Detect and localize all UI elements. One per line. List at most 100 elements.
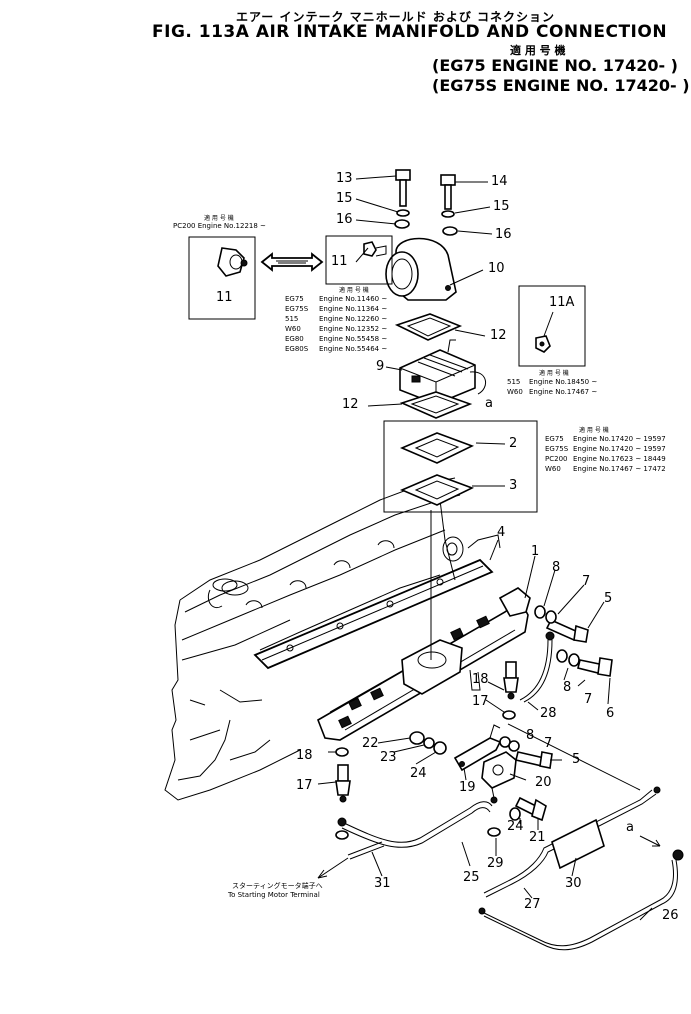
- bolt-6: [577, 657, 613, 677]
- callout-17-left: 17: [296, 778, 313, 793]
- callout-12-upper: 12: [490, 328, 507, 343]
- relay-20: [481, 751, 517, 804]
- callout-28: 28: [540, 706, 557, 721]
- callout-14: 14: [491, 174, 508, 189]
- callout-18-left: 18: [296, 748, 313, 763]
- elbow-connector-10: [385, 237, 457, 301]
- callout-24-left: 24: [410, 766, 427, 781]
- callout-12-lower: 12: [342, 397, 359, 412]
- callout-1: 1: [531, 544, 540, 559]
- callout-7-right: 7: [584, 692, 593, 707]
- left-box-part: 11: [216, 290, 233, 305]
- callout-25: 25: [463, 870, 480, 885]
- left-box-engine: PC200 Engine No.12218 ~: [173, 222, 266, 230]
- bolt-14: [440, 174, 456, 210]
- gasket-box-header: 適 用 号 機: [579, 427, 609, 434]
- bracket-19: [453, 724, 502, 772]
- gasket-4: [253, 534, 501, 670]
- applicability-japanese: 適 用 号 機: [510, 44, 566, 57]
- right-box-part: 11A: [549, 295, 575, 310]
- washer-7-lower: [508, 740, 520, 752]
- washer-18-right: [502, 710, 516, 720]
- terminal-note-japanese: スターティングモータ端子へ: [232, 882, 323, 890]
- washer-29: [487, 827, 501, 837]
- callout-8-lower: 8: [526, 728, 535, 743]
- cover-30: [551, 818, 605, 870]
- callout-7-lower: 7: [544, 736, 553, 751]
- callout-7-upper: 7: [582, 574, 591, 589]
- callout-31: 31: [374, 876, 391, 891]
- washer-24-left: [433, 741, 447, 755]
- wire-28: [519, 631, 555, 703]
- callout-5-lower: 5: [572, 752, 581, 767]
- washer-8-right: [556, 649, 568, 663]
- arrow-a-lower: [639, 835, 661, 847]
- callout-26: 26: [662, 908, 679, 923]
- callout-23: 23: [380, 750, 397, 765]
- sensor-17-right: [503, 661, 519, 700]
- gasket-12-upper: [394, 313, 463, 341]
- double-arrow: [260, 252, 324, 272]
- bolt-21: [514, 796, 547, 822]
- washer-16-right: [442, 226, 458, 236]
- callout-18-right: 18: [472, 672, 489, 687]
- applicability-eg75: (EG75 ENGINE NO. 17420- ): [432, 56, 678, 75]
- callout-21: 21: [529, 830, 546, 845]
- callout-13: 13: [336, 171, 353, 186]
- terminal-arrowhead: [317, 869, 328, 879]
- applicability-box-right: [518, 285, 586, 367]
- callout-22: 22: [362, 736, 379, 751]
- callout-8-upper: 8: [552, 560, 561, 575]
- callout-16-left: 16: [336, 212, 353, 227]
- right-box-header: 適 用 号 機: [539, 370, 569, 377]
- bolt-13: [395, 169, 411, 207]
- callout-29: 29: [487, 856, 504, 871]
- callout-8-right: 8: [563, 680, 572, 695]
- applicability-eg75s: (EG75S ENGINE NO. 17420- ): [432, 76, 690, 95]
- washer-8-upper: [534, 605, 546, 619]
- washer-15-right: [441, 210, 455, 218]
- intake-manifold-1: [317, 587, 531, 741]
- gasket-box: [383, 420, 538, 513]
- washer-15-left: [396, 209, 410, 217]
- callout-15-right: 15: [493, 199, 510, 214]
- washer-29-left: [335, 830, 349, 840]
- callout-30: 30: [565, 876, 582, 891]
- callout-a-upper: a: [485, 396, 493, 411]
- arrowhead-a-lower: [652, 839, 661, 847]
- callout-6: 6: [606, 706, 615, 721]
- leader-cable-long: [507, 723, 641, 791]
- callout-20: 20: [535, 775, 552, 790]
- callout-a-lower: a: [626, 820, 634, 835]
- cable-26: [478, 849, 684, 951]
- callout-24-right: 24: [507, 819, 524, 834]
- washer-7-right: [568, 653, 580, 667]
- middle-box-header: 適 用 号 機: [339, 287, 369, 294]
- bolt-5-lower: [515, 751, 553, 769]
- leader-lines: [317, 175, 653, 921]
- terminal-note-english: To Starting Motor Terminal: [228, 891, 320, 899]
- callout-19: 19: [459, 780, 476, 795]
- middle-box-part: 11: [331, 254, 348, 269]
- left-box-header: 適 用 号 機: [204, 215, 234, 222]
- bolt-5-upper: [545, 618, 589, 643]
- callout-10: 10: [488, 261, 505, 276]
- washer-7-upper: [545, 610, 557, 624]
- applicability-box-left: [188, 236, 256, 320]
- callout-17-right: 17: [472, 694, 489, 709]
- callout-5-upper: 5: [604, 591, 613, 606]
- figure-title: FIG. 113A AIR INTAKE MANIFOLD AND CONNEC…: [152, 22, 668, 42]
- callout-15-left: 15: [336, 191, 353, 206]
